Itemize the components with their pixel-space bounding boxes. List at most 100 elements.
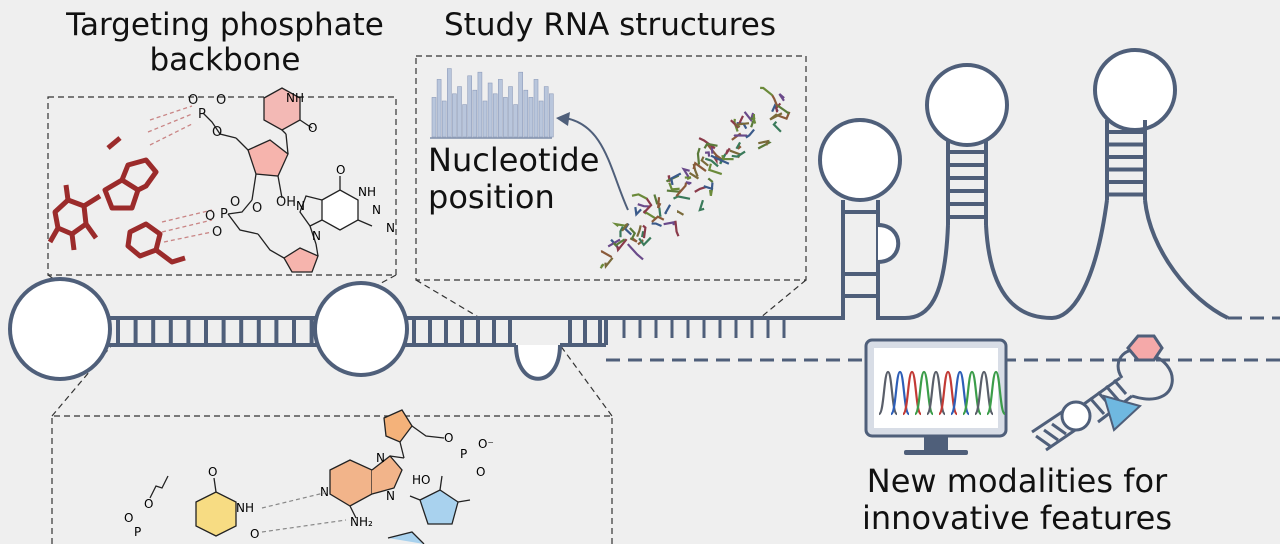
structure-strand <box>752 114 757 124</box>
rna-structures-title: Study RNA structures <box>444 7 776 43</box>
triangle-icon <box>1102 394 1142 432</box>
bottom-chemistry: N N N NH₂ O NH O HO O P O⁻ O O O P <box>124 409 494 544</box>
nucleotide-position-bar-chart <box>431 68 554 138</box>
structure-strand <box>703 182 714 191</box>
modalities-line2: innovative features <box>862 498 1173 537</box>
atom-label: NH <box>358 185 376 199</box>
rna-structure-inset-box <box>415 55 807 281</box>
bar <box>462 104 467 138</box>
structure-strand <box>771 94 779 107</box>
base-pair-rung <box>1112 379 1128 395</box>
hairpin-3-loop <box>1093 48 1177 132</box>
bar <box>503 97 508 138</box>
arrow-head <box>556 112 570 126</box>
structure-strand <box>685 181 692 186</box>
structure-strand <box>760 86 774 97</box>
bar <box>528 97 534 138</box>
structure-strand <box>619 226 624 238</box>
atom-label: O⁻ <box>478 437 494 451</box>
atom-label: O <box>216 93 226 108</box>
structure-strand <box>681 167 690 178</box>
nucleotide-label-line2: position <box>428 178 555 217</box>
phosphate-panel-title: Targeting phosphate backbone <box>40 8 410 77</box>
bar <box>441 100 447 138</box>
atom-label: N <box>312 229 321 243</box>
atom-label: O <box>252 201 262 216</box>
bar <box>477 71 483 138</box>
atom-label: P <box>460 447 467 461</box>
atom-label: N <box>386 221 395 235</box>
structure-strand <box>674 220 680 237</box>
bar <box>436 79 442 138</box>
structure-strand <box>706 144 723 161</box>
structure-strand <box>642 197 653 214</box>
structure-strand <box>651 215 665 223</box>
nucleotide-label-line1: Nucleotide <box>428 141 600 179</box>
bar <box>543 86 549 138</box>
atom-label: O <box>444 431 453 445</box>
atom-label: O <box>208 465 217 479</box>
phosphate-title-line1: Targeting phosphate <box>66 7 384 43</box>
inset-boxes <box>47 55 807 544</box>
structure-strand <box>642 224 647 239</box>
bottom-connector <box>51 344 613 417</box>
atom-label: N <box>372 203 381 217</box>
structure-strand <box>734 122 750 129</box>
structure-strand <box>721 154 734 161</box>
structure-strand <box>778 93 785 102</box>
structure-strand <box>626 243 644 261</box>
rna-strand <box>8 277 836 381</box>
structure-strand <box>657 197 662 209</box>
bar <box>492 93 498 138</box>
bottom-inset-box <box>51 415 613 544</box>
structure-strand <box>704 157 719 168</box>
structure-strand <box>663 221 675 226</box>
structure-strand <box>731 150 746 158</box>
bar <box>548 93 554 138</box>
structure-strand <box>599 263 605 269</box>
hairpins <box>818 48 1229 320</box>
bar <box>457 86 462 138</box>
bar <box>467 75 473 138</box>
structure-strand <box>684 176 692 181</box>
hairpin-2-loop <box>925 63 1009 147</box>
structure-strand <box>772 120 782 133</box>
structure-strand <box>704 151 711 157</box>
structure-strand <box>775 102 782 113</box>
structure-strand <box>675 182 688 197</box>
base-pair-rung <box>1043 428 1059 442</box>
structure-strand <box>724 147 731 155</box>
base-pair-rung <box>1051 422 1067 436</box>
ribose-sugar <box>247 139 289 177</box>
rna-connector <box>415 279 807 319</box>
left-loop <box>8 277 112 381</box>
internal-loop <box>313 281 409 377</box>
bar <box>508 86 513 138</box>
atom-label: OH <box>276 195 296 210</box>
atom-label: P <box>220 207 228 222</box>
structure-strand <box>651 222 662 228</box>
phosphate-title-line2: backbone <box>149 41 301 78</box>
base-pair-rung <box>1035 434 1051 448</box>
structure-strand <box>611 222 628 228</box>
bar <box>538 100 544 138</box>
interaction-lines <box>147 105 213 243</box>
structure-strand <box>708 187 714 196</box>
hairpin-1-bulge <box>877 223 901 264</box>
atom-label: N <box>376 451 385 465</box>
atom-label: N <box>296 199 305 213</box>
arrow <box>564 117 629 211</box>
structure-strand <box>638 236 652 247</box>
modalities-label: New modalities for innovative features <box>862 463 1172 537</box>
ribose-sugar <box>383 409 413 443</box>
bar <box>472 89 478 138</box>
bar <box>446 68 452 138</box>
phosphate-chemistry: O P O O P O O O O OH NH O O NH N N N N <box>47 87 395 273</box>
bar <box>487 82 493 138</box>
structure-strand <box>700 156 709 167</box>
atom-label: O <box>250 527 259 541</box>
hairpin-rungs <box>843 130 1145 298</box>
structure-strand <box>707 163 723 176</box>
chromatogram-peak <box>985 370 1007 416</box>
